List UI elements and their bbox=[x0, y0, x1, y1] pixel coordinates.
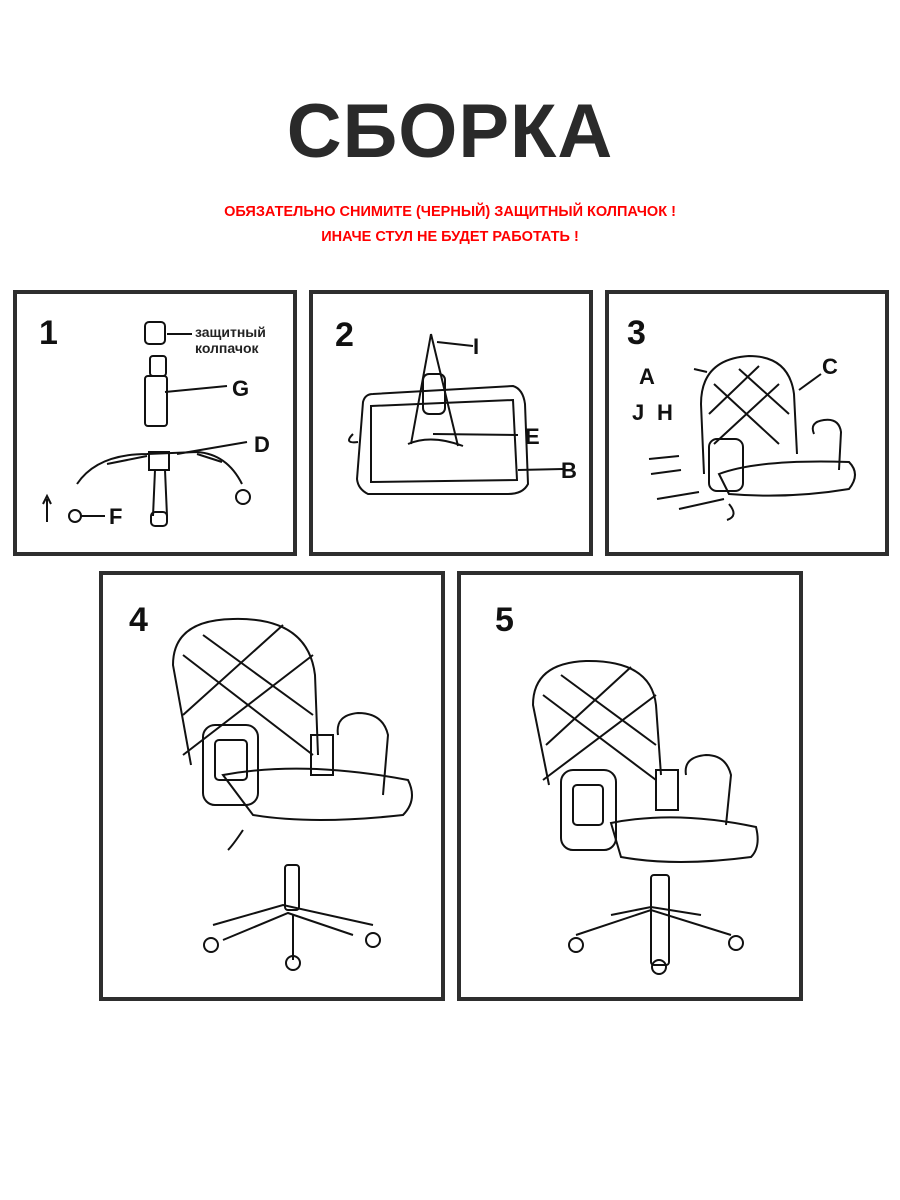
cap-label-line-1: защитный bbox=[195, 324, 266, 340]
part-label-e: E bbox=[525, 424, 540, 449]
step-2-panel: 2 I E B bbox=[309, 290, 593, 556]
part-label-c: C bbox=[822, 354, 838, 379]
warning-line-1: ОБЯЗАТЕЛЬНО СНИМИТЕ (ЧЕРНЫЙ) ЗАЩИТНЫЙ КО… bbox=[224, 204, 676, 220]
part-label-h: H bbox=[657, 400, 673, 425]
step-number: 1 bbox=[39, 314, 58, 352]
assembled-chair-drawing bbox=[531, 659, 759, 975]
warning-line-2: ИНАЧЕ СТУЛ НЕ БУДЕТ РАБОТАТЬ ! bbox=[321, 229, 579, 245]
page-title: СБОРКА bbox=[286, 89, 614, 174]
seat-onto-base-drawing bbox=[171, 617, 413, 971]
part-label-g: G bbox=[232, 376, 250, 401]
step-5-panel: 5 bbox=[457, 571, 803, 1001]
armrest-attach-drawing bbox=[648, 354, 856, 521]
part-label-i: I bbox=[473, 334, 480, 359]
part-label-j: J bbox=[632, 400, 645, 425]
seat-mechanism-drawing bbox=[348, 333, 564, 495]
step-4-panel: 4 bbox=[99, 571, 445, 1001]
step-number: 2 bbox=[335, 316, 354, 354]
cap-label-line-2: колпачок bbox=[195, 340, 259, 356]
part-label-b: B bbox=[561, 458, 577, 483]
step-number: 3 bbox=[627, 314, 646, 352]
part-label-d: D bbox=[254, 432, 270, 457]
part-label-f: F bbox=[109, 504, 123, 529]
step-number: 4 bbox=[129, 601, 148, 639]
part-label-a: A bbox=[639, 364, 655, 389]
step-number: 5 bbox=[495, 601, 514, 639]
base-gaslift-drawing bbox=[42, 321, 251, 527]
step-3-panel: 3 A C J H bbox=[605, 290, 889, 556]
